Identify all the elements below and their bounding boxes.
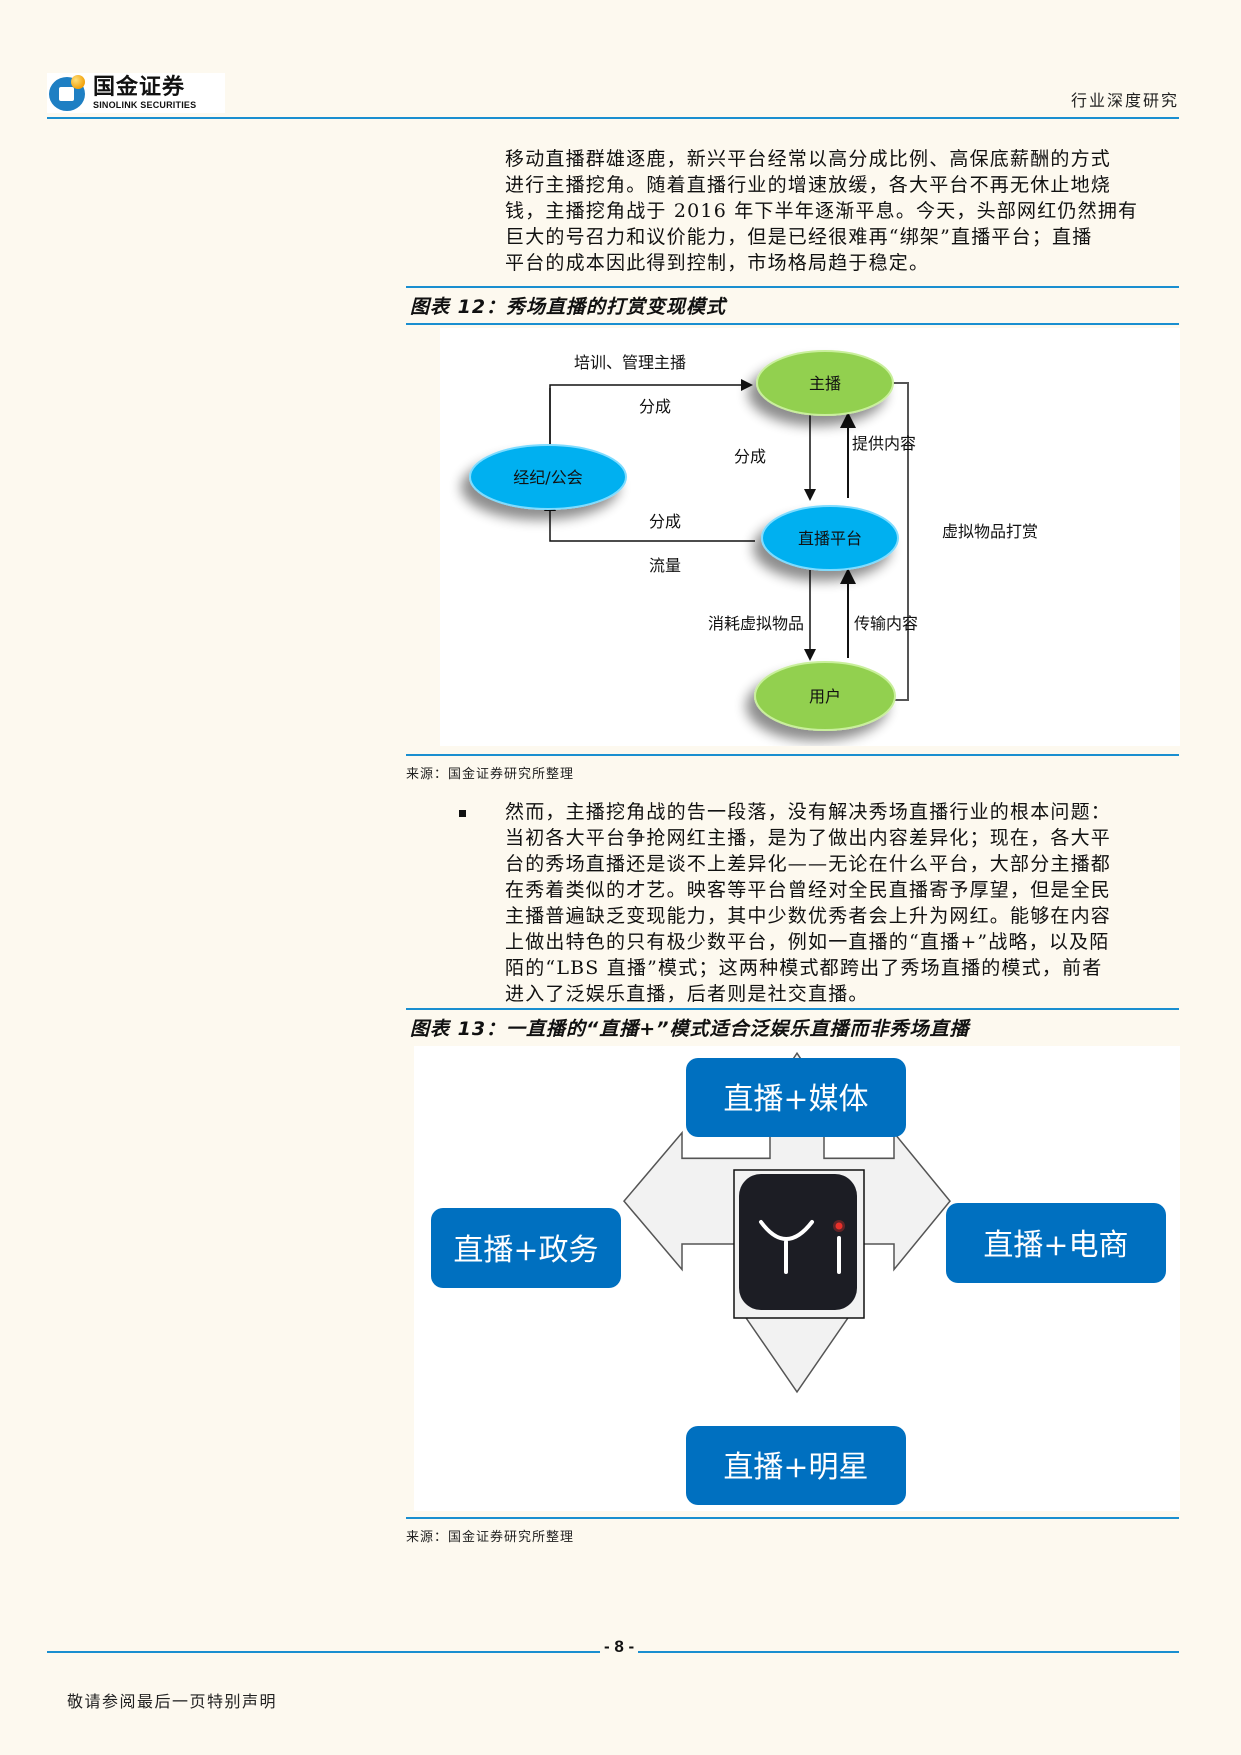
edge-label-transmit-content: 传输内容 bbox=[854, 614, 918, 633]
footer-disclaimer: 敬请参阅最后一页特别声明 bbox=[67, 1692, 278, 1711]
figure12-caption: 图表 12：秀场直播的打赏变现模式 bbox=[406, 286, 1179, 325]
text-line: 钱，主播挖角战于 2016 年下半年逐渐平息。今天，头部网红仍然拥有 bbox=[505, 200, 1139, 222]
text-line: 移动直播群雄逐鹿，新兴平台经常以高分成比例、高保底薪酬的方式 bbox=[505, 148, 1112, 170]
intro-paragraph: 移动直播群雄逐鹿，新兴平台经常以高分成比例、高保底薪酬的方式 进行主播挖角。随着… bbox=[505, 146, 1177, 276]
text-line: 陌的“LBS 直播”模式；这两种模式都跨出了秀场直播的模式，前者 bbox=[505, 957, 1103, 979]
header-divider bbox=[47, 117, 1179, 119]
text-line: 主播普遍缺乏变现能力，其中少数优秀者会上升为网红。能够在内容 bbox=[505, 905, 1112, 927]
edge-label-share-top: 分成 bbox=[639, 397, 671, 416]
edge-label-consume-virtual-items: 消耗虚拟物品 bbox=[708, 614, 804, 633]
edge-label-share-middle: 分成 bbox=[734, 447, 766, 466]
node-anchor bbox=[756, 350, 894, 416]
text-line: 当初各大平台争抢网红主播，是为了做出内容差异化；现在，各大平 bbox=[505, 827, 1112, 849]
box-government: 直播+政务 bbox=[431, 1208, 621, 1288]
box-ecommerce: 直播+电商 bbox=[946, 1203, 1166, 1283]
page-number: - 8 - bbox=[600, 1637, 639, 1657]
figure13-title: 图表 13：一直播的“直播+”模式适合泛娱乐直播而非秀场直播 bbox=[410, 1018, 970, 1040]
report-section-label: 行业深度研究 bbox=[1070, 91, 1179, 110]
figure12-title: 图表 12：秀场直播的打赏变现模式 bbox=[410, 296, 727, 318]
edge-label-traffic: 流量 bbox=[649, 556, 681, 575]
node-user-label: 用户 bbox=[809, 687, 841, 706]
bullet-paragraph: 然而，主播挖角战的告一段落，没有解决秀场直播行业的根本问题： 当初各大平台争抢网… bbox=[505, 799, 1177, 1007]
company-logo: 国金证券 SINOLINK SECURITIES bbox=[47, 73, 225, 113]
text-line: 进入了泛娱乐直播，后者则是社交直播。 bbox=[505, 983, 869, 1005]
box-celebrity: 直播+明星 bbox=[686, 1426, 906, 1505]
logo-name-cn: 国金证券 bbox=[93, 74, 186, 100]
node-agency bbox=[469, 444, 627, 510]
edge-agency-to-anchor bbox=[549, 379, 753, 455]
text-line: 进行主播挖角。随着直播行业的增速放缓，各大平台不再无休止地烧 bbox=[505, 174, 1112, 196]
bullet-square-icon bbox=[459, 810, 466, 817]
node-platform bbox=[761, 505, 899, 571]
node-user bbox=[754, 661, 896, 731]
caption-top-rule bbox=[406, 1008, 1179, 1010]
figure12-source: 来源：国金证券研究所整理 bbox=[406, 767, 575, 782]
box-ecommerce-label: 直播+电商 bbox=[983, 1228, 1128, 1263]
box-media-label: 直播+媒体 bbox=[723, 1082, 868, 1117]
node-agency-label: 经纪/公会 bbox=[513, 468, 582, 487]
text-line: 巨大的号召力和议价能力，但是已经很难再“绑架”直播平台；直播 bbox=[505, 226, 1093, 248]
text-line: 台的秀场直播还是谈不上差异化——无论在什么平台，大部分主播都 bbox=[505, 853, 1112, 875]
figure13-caption: 图表 13：一直播的“直播+”模式适合泛娱乐直播而非秀场直播 bbox=[406, 1008, 1179, 1045]
text-line: 然而，主播挖角战的告一段落，没有解决秀场直播行业的根本问题： bbox=[505, 801, 1112, 823]
edge-label-virtual-gift-reward: 虚拟物品打赏 bbox=[942, 522, 1038, 541]
logo-name-en: SINOLINK SECURITIES bbox=[93, 99, 197, 110]
source-rule bbox=[406, 1517, 1179, 1519]
edge-label-train-manage: 培训、管理主播 bbox=[574, 353, 686, 372]
box-celebrity-label: 直播+明星 bbox=[723, 1450, 868, 1485]
text-line: 平台的成本因此得到控制，市场格局趋于稳定。 bbox=[505, 252, 930, 274]
logo-mark-icon bbox=[47, 73, 87, 113]
node-platform-label: 直播平台 bbox=[798, 529, 862, 548]
node-anchor-label: 主播 bbox=[809, 374, 841, 393]
text-line: 在秀着类似的才艺。映客等平台曾经对全民直播寄予厚望，但是全民 bbox=[505, 879, 1112, 901]
figure12-diagram: 主播 经纪/公会 直播平台 用户 培训、管理主播 分成 分成 分成 流量 提供内… bbox=[440, 328, 1180, 746]
edge-label-provide-content: 提供内容 bbox=[852, 434, 916, 453]
figure13-diagram: 直播+媒体 直播+政务 直播+电商 直播+明星 bbox=[414, 1046, 1180, 1511]
box-government-label: 直播+政务 bbox=[453, 1233, 598, 1268]
yizhibo-app-icon bbox=[739, 1174, 857, 1310]
edge-label-share-bottom: 分成 bbox=[649, 512, 681, 531]
source-rule bbox=[406, 754, 1179, 756]
caption-top-rule bbox=[406, 286, 1179, 288]
edge-platform-to-agency bbox=[544, 499, 755, 542]
box-media: 直播+媒体 bbox=[686, 1058, 906, 1137]
text-line: 上做出特色的只有极少数平台，例如一直播的“直播+”战略，以及陌 bbox=[505, 931, 1110, 953]
figure13-source: 来源：国金证券研究所整理 bbox=[406, 1530, 575, 1545]
caption-bottom-rule bbox=[406, 323, 1179, 325]
